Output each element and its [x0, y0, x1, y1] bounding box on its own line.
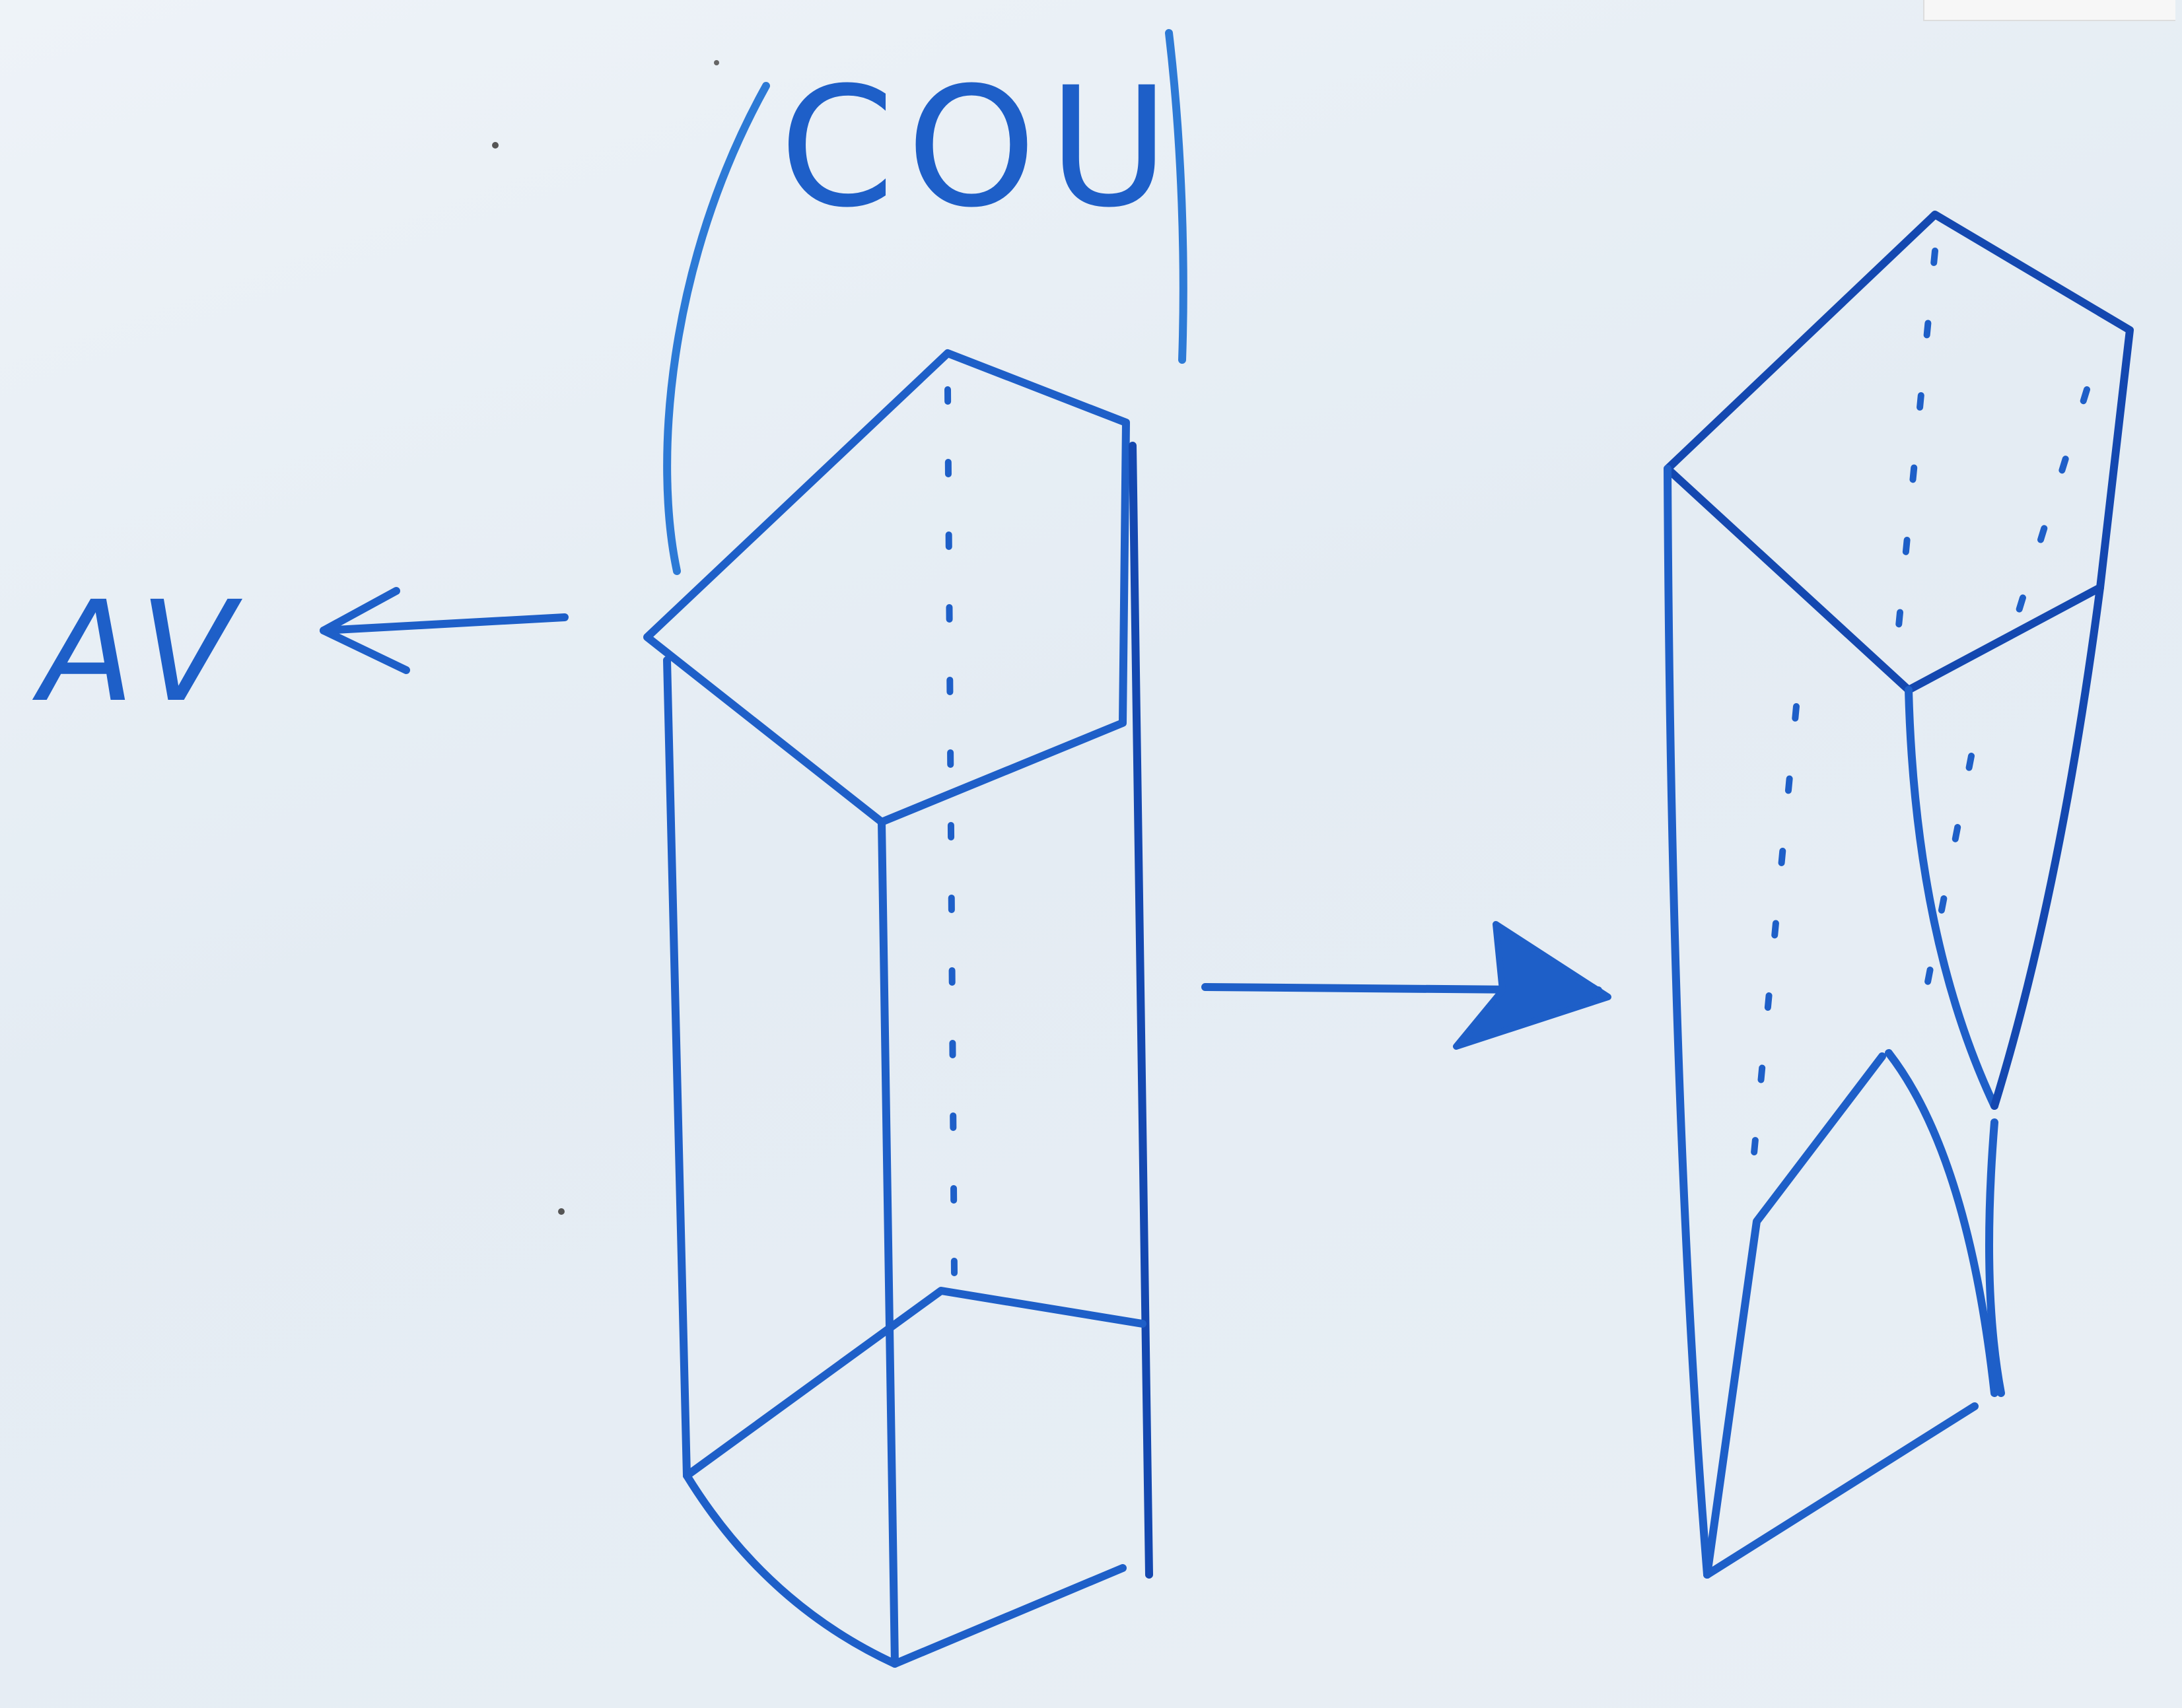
prism-edge-front: [878, 818, 899, 1668]
prism-top-face: [643, 349, 1130, 826]
transform-arrow-head: [1453, 921, 1611, 1050]
prism-edge-right: [1129, 442, 1153, 1579]
corner-sticker: [1923, 0, 2175, 21]
cou-label: COU: [779, 51, 1181, 244]
board-mark: [492, 142, 499, 149]
twisted-pentagonal-prism: [1664, 211, 2134, 1579]
straight-pentagonal-prism: [643, 349, 1153, 1668]
prism-hidden-edge: [944, 386, 958, 1278]
prism-bottom-front: [683, 1472, 1127, 1668]
av-label: AV: [32, 571, 246, 733]
cou-right-bracket: [1165, 29, 1187, 364]
twisted-top-face: [1664, 211, 2134, 694]
twisted-hidden-edge-top: [1892, 248, 1938, 664]
twisted-bottom-back: [1703, 1052, 1886, 1579]
twisted-bottom-front: [1703, 1402, 1979, 1579]
av-arrow-head: [320, 587, 410, 674]
twisted-edge-cross: [1885, 1049, 1998, 1397]
transform-arrow: [1201, 921, 1611, 1050]
twisted-hidden-edge-right: [1915, 753, 1975, 1033]
prism-bottom-back: [683, 1287, 1146, 1480]
twisted-edge-left: [1664, 465, 1711, 1579]
av-arrow-shaft: [320, 613, 569, 634]
av-annotation: AV: [32, 571, 569, 733]
twisted-edge-front-lower: [1985, 1118, 2005, 1397]
twisted-edge-front-upper: [1905, 686, 1998, 1110]
twisted-edge-right: [1990, 584, 2104, 1110]
prism-edge-left: [663, 656, 691, 1480]
cou-annotation: COU: [663, 29, 1187, 575]
board-mark: [714, 60, 719, 65]
twisted-hidden-edge-left: [1747, 703, 1800, 1198]
board-mark: [558, 1208, 565, 1215]
board-marks: [492, 60, 719, 1215]
cou-left-bracket: [663, 82, 770, 575]
twisted-hidden-edge-back: [2004, 386, 2090, 650]
